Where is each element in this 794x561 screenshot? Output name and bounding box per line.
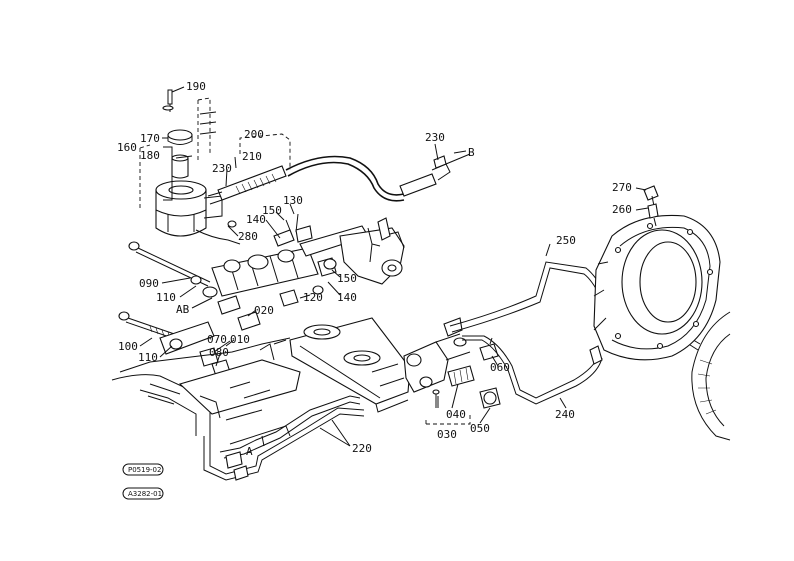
reservoir-tank <box>139 89 241 245</box>
callout-230-right: 230 <box>425 131 445 144</box>
leader-lines <box>139 86 649 447</box>
reference-tag-2-frame <box>122 487 164 500</box>
callout-150-upper: 150 <box>262 204 282 217</box>
callout-040: 040 <box>446 408 466 421</box>
callout-010: 010 <box>230 333 250 346</box>
callout-110-upper: 110 <box>156 291 176 304</box>
callout-090: 090 <box>139 277 159 290</box>
reference-tag-2: A3282-01 <box>128 490 162 498</box>
callout-060: 060 <box>490 361 510 374</box>
callout-250: 250 <box>556 234 576 247</box>
callout-140-upper: 140 <box>246 213 266 226</box>
callout-150-lower: 150 <box>337 272 357 285</box>
callout-220: 220 <box>352 442 372 455</box>
callout-170: 170 <box>140 132 160 145</box>
bushings <box>217 220 324 331</box>
callout-200: 200 <box>244 128 264 141</box>
callout-180: 180 <box>140 149 160 162</box>
bleeder-screw <box>643 185 659 227</box>
callout-280: 280 <box>238 230 258 243</box>
callout-A: A <box>246 445 253 458</box>
master-cylinder <box>202 213 405 298</box>
callout-230-left: 230 <box>212 162 232 175</box>
callout-110-lower: 110 <box>138 351 158 364</box>
reservoir-hose <box>207 133 471 205</box>
callout-AB: AB <box>176 303 190 316</box>
hose-clip <box>433 155 447 169</box>
reference-tag-1-frame <box>122 463 164 476</box>
callout-190: 190 <box>186 80 206 93</box>
callout-140-lower: 140 <box>337 291 357 304</box>
reference-tag-1: P0519-02 <box>128 466 161 474</box>
callout-B: B <box>468 146 475 159</box>
callout-100: 100 <box>118 340 138 353</box>
callout-130: 130 <box>283 194 303 207</box>
callout-210: 210 <box>242 150 262 163</box>
callout-270: 270 <box>612 181 632 194</box>
callout-020: 020 <box>254 304 274 317</box>
valve-assembly <box>403 317 501 425</box>
callout-080: 080 <box>209 346 229 359</box>
callout-030: 030 <box>437 428 457 441</box>
callout-070: 070 <box>207 333 227 346</box>
part-callouts: 190 170 160 180 200 210 230 230 B 270 26… <box>117 80 632 458</box>
reference-tags: P0519-02 A3282-01 <box>122 463 164 500</box>
callout-240: 240 <box>555 408 575 421</box>
callout-120: 120 <box>303 291 323 304</box>
callout-050: 050 <box>470 422 490 435</box>
callout-260: 260 <box>612 203 632 216</box>
clutch-housing <box>589 214 731 441</box>
callout-160: 160 <box>117 141 137 154</box>
frame-housing <box>111 317 411 440</box>
